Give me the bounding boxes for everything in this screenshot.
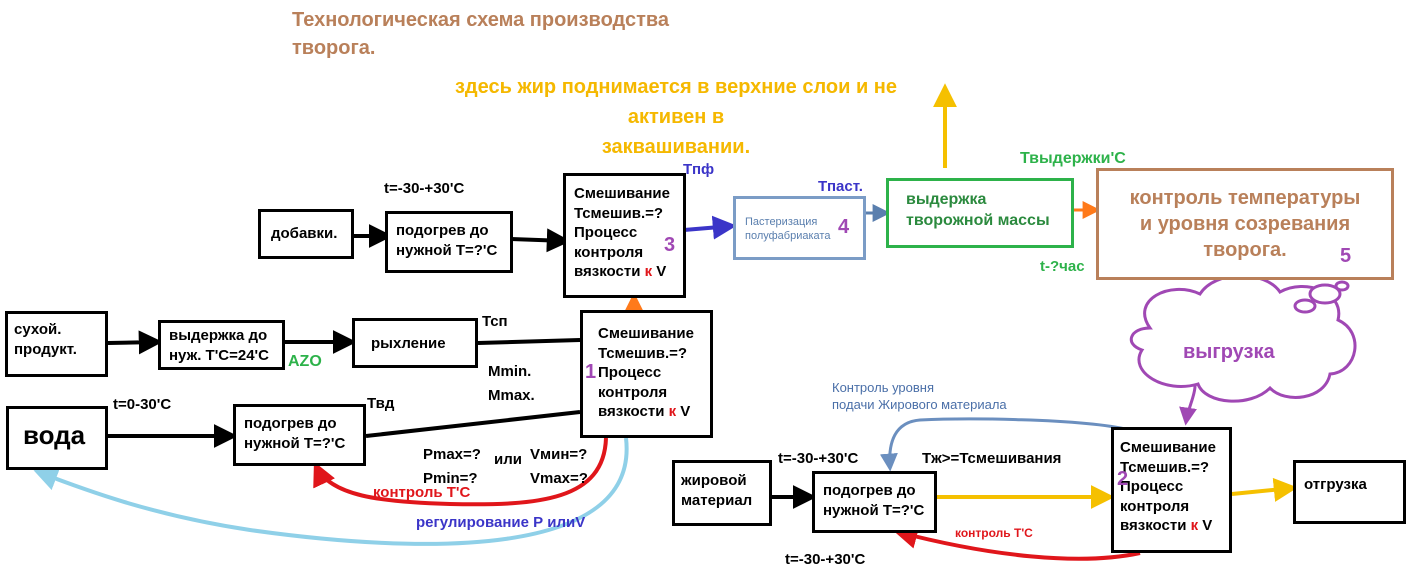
step-number-4: 4 [838, 216, 850, 238]
arrow-regulation-loop [33, 437, 629, 546]
arrow-temp-control-loop-2 [893, 525, 1141, 561]
arrow-fat-supply-control [879, 417, 1131, 472]
unloading-label: выгрузка [1183, 341, 1275, 363]
label-tpf: Тпф [683, 161, 715, 178]
pasteurization-box: Пастеризация полуфабриаката [733, 196, 866, 260]
heating-fat-box: подогрев до нужной Т=?'С [812, 471, 937, 533]
label-azo: AZO [288, 353, 322, 370]
arrow-mixing3-to-pasteurization [683, 215, 737, 240]
water-box: вода [6, 406, 108, 470]
arrow-mixing2-to-shipment [1231, 477, 1298, 502]
mixing-box-1: Смешивание Тсмешив.=? Процесс контроля в… [580, 310, 713, 438]
arrow-dry-to-holding [107, 330, 163, 355]
temp-range-top: t=-30-+30'С [384, 180, 465, 197]
label-regulation: регулирование Р илиV [416, 514, 586, 531]
temp-range-fat-bottom: t=-30-+30'С [785, 551, 866, 568]
label-tpast: Тпаст. [818, 178, 863, 195]
arrow-heating-to-mixing1 [365, 410, 581, 438]
step-number-5: 5 [1340, 245, 1352, 267]
label-m-limits: Mmin. Mmax. [488, 363, 535, 404]
label-temp-control-2: контроль Т'С [955, 526, 1033, 540]
shipment-box: отгрузка [1293, 460, 1406, 524]
mixing-box-2: Смешивание Тсмешив.=? Процесс контроля в… [1111, 427, 1232, 553]
arrow-heating-to-mixing3 [510, 228, 571, 253]
holding-curd-box: выдержка творожной массы [886, 178, 1074, 248]
label-v-limits: Vмин=? Vmax=? [530, 446, 588, 487]
additives-box: добавки. [258, 209, 354, 259]
step-number-2: 2 [1117, 468, 1129, 490]
arrow-unloading-to-mixing2 [1179, 385, 1197, 426]
label-fat-supply-control: Контроль уровня подачи Жирового материал… [832, 380, 1007, 412]
label-p-limits: Pmax=? Pmin=? [423, 446, 481, 487]
label-tvd: Твд [367, 395, 395, 412]
loosening-box: рыхление [352, 318, 478, 368]
temp-range-fat-top: t=-30-+30'С [778, 450, 859, 467]
arrow-temp-control-loop-1 [313, 437, 608, 507]
step-number-3: 3 [664, 234, 676, 256]
mixing-box-3: Смешивание Тсмешив.=? Процесс контроля в… [563, 173, 686, 298]
label-tzh: Тж>=Тсмешивания [922, 450, 1062, 467]
heating-additives-box: подогрев до нужной Т=?'С [385, 211, 513, 273]
fat-rises-note: здесь жир поднимается в верхние слои и н… [454, 76, 898, 158]
label-or: или [494, 451, 522, 468]
temp-range-water: t=0-30'С [113, 396, 172, 413]
heating-water-box: подогрев до нужной Т=?'С [233, 404, 366, 466]
diagram-title: Технологическая схема производства творо… [292, 9, 670, 59]
fat-material-box: жировой материал [672, 460, 772, 526]
step-number-1: 1 [585, 361, 597, 383]
label-temp-control-1: контроль Т'С [373, 484, 471, 501]
dry-product-box: сухой. продукт. [5, 311, 108, 377]
holding-dry-box: выдержка до нуж. Т'С=24'С [158, 320, 285, 370]
label-t-holding: Твыдержки'С [1020, 150, 1126, 167]
arrow-loosening-to-mixing1 [477, 338, 581, 345]
label-tsp: Тсп [482, 313, 508, 330]
control-box: контроль температуры и уровня созревания… [1096, 168, 1394, 280]
label-t-hours: t-?час [1040, 258, 1085, 275]
